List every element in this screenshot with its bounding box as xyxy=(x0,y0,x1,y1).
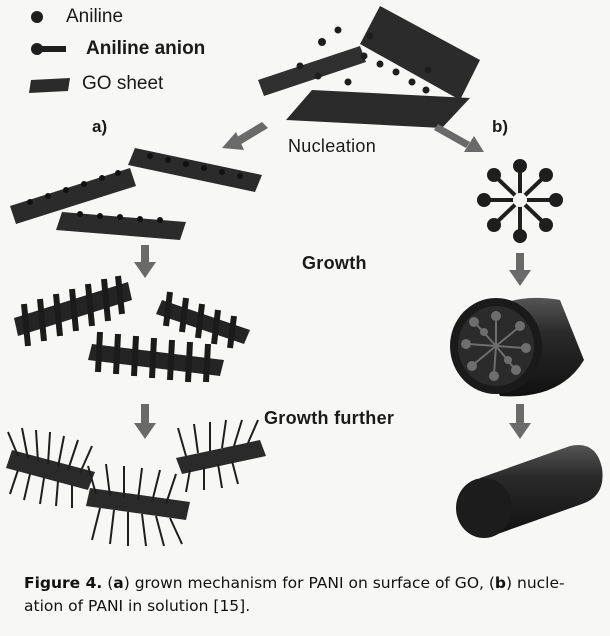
grown-rods xyxy=(21,275,237,383)
caption-a-letter: a xyxy=(113,574,124,592)
legend-aniline-label: Aniline xyxy=(66,6,124,27)
arrow-to-panel-a xyxy=(222,122,268,150)
panel-b-label: b) xyxy=(492,117,509,136)
initial-go-sheets xyxy=(258,6,480,128)
micelle-heads xyxy=(477,159,563,243)
mechanism-diagram xyxy=(6,6,603,547)
caption-b-letter: b xyxy=(494,574,507,592)
caption-open-a: ( xyxy=(107,574,114,592)
legend-aniline-anion-icon xyxy=(31,43,66,55)
arrow-growth-a xyxy=(134,245,156,278)
legend-go-sheet-icon xyxy=(29,78,70,93)
panI-nanorod xyxy=(456,444,603,538)
legend-go-sheet-label: GO sheet xyxy=(82,73,164,94)
spiky-needles xyxy=(7,419,259,547)
legend-aniline-icon xyxy=(31,11,43,23)
figure-caption: Figure 4. (a) grown mechanism for PANI o… xyxy=(24,572,584,618)
spiky-sheets xyxy=(6,440,266,520)
nucleated-sheets xyxy=(10,148,262,240)
caption-part-b: ) nucle-ation of PANI in solution [15]. xyxy=(24,574,565,615)
caption-part-a: ) grown mechanism for PANI on surface of… xyxy=(123,574,495,592)
nucleation-bumps xyxy=(27,153,243,223)
aniline-molecules xyxy=(296,26,432,94)
stage-nucleation-label: Nucleation xyxy=(288,136,377,156)
arrow-growth-further-a xyxy=(134,404,156,439)
cylinder-micelle xyxy=(461,311,531,381)
panel-a-label: a) xyxy=(92,117,108,136)
micelle-core xyxy=(513,193,527,207)
arrow-to-panel-b xyxy=(434,124,484,152)
stage-growth-further-label: Growth further xyxy=(264,408,395,428)
stage-growth-label: Growth xyxy=(302,253,367,273)
caption-figure-label: Figure 4. xyxy=(24,574,103,592)
legend-aniline-anion-label: Aniline anion xyxy=(86,38,206,59)
arrow-growth-b xyxy=(509,253,531,286)
arrow-growth-further-b xyxy=(509,404,531,439)
